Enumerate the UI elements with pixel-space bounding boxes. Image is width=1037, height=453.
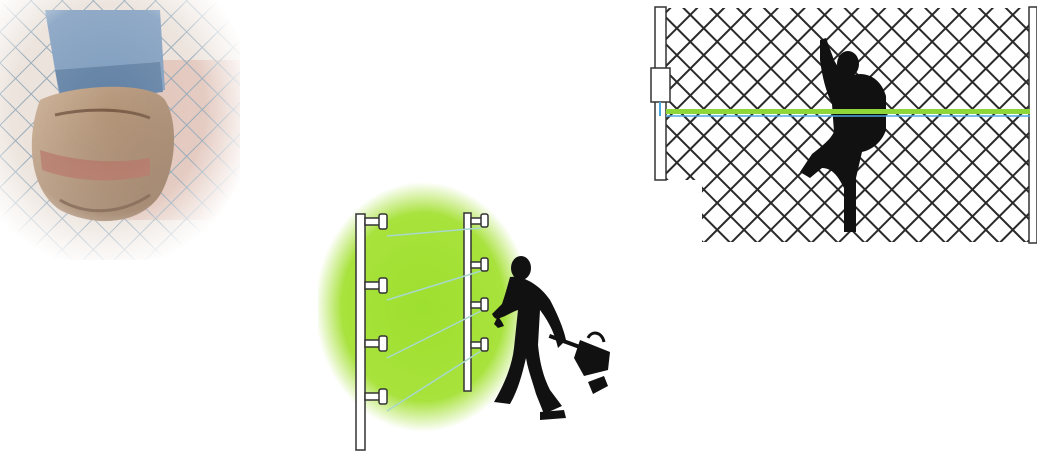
electric-fence-image bbox=[318, 180, 638, 453]
right-post bbox=[1029, 7, 1037, 243]
electric-fence-icon bbox=[318, 180, 638, 453]
fence-sensor-icon bbox=[650, 0, 1037, 245]
sensor-line bbox=[666, 109, 1030, 114]
sensor-box-icon bbox=[651, 68, 670, 102]
climbing-hand-image bbox=[0, 0, 240, 260]
hand-on-fence-icon bbox=[0, 0, 240, 260]
fence-sensor-image bbox=[650, 0, 1037, 245]
